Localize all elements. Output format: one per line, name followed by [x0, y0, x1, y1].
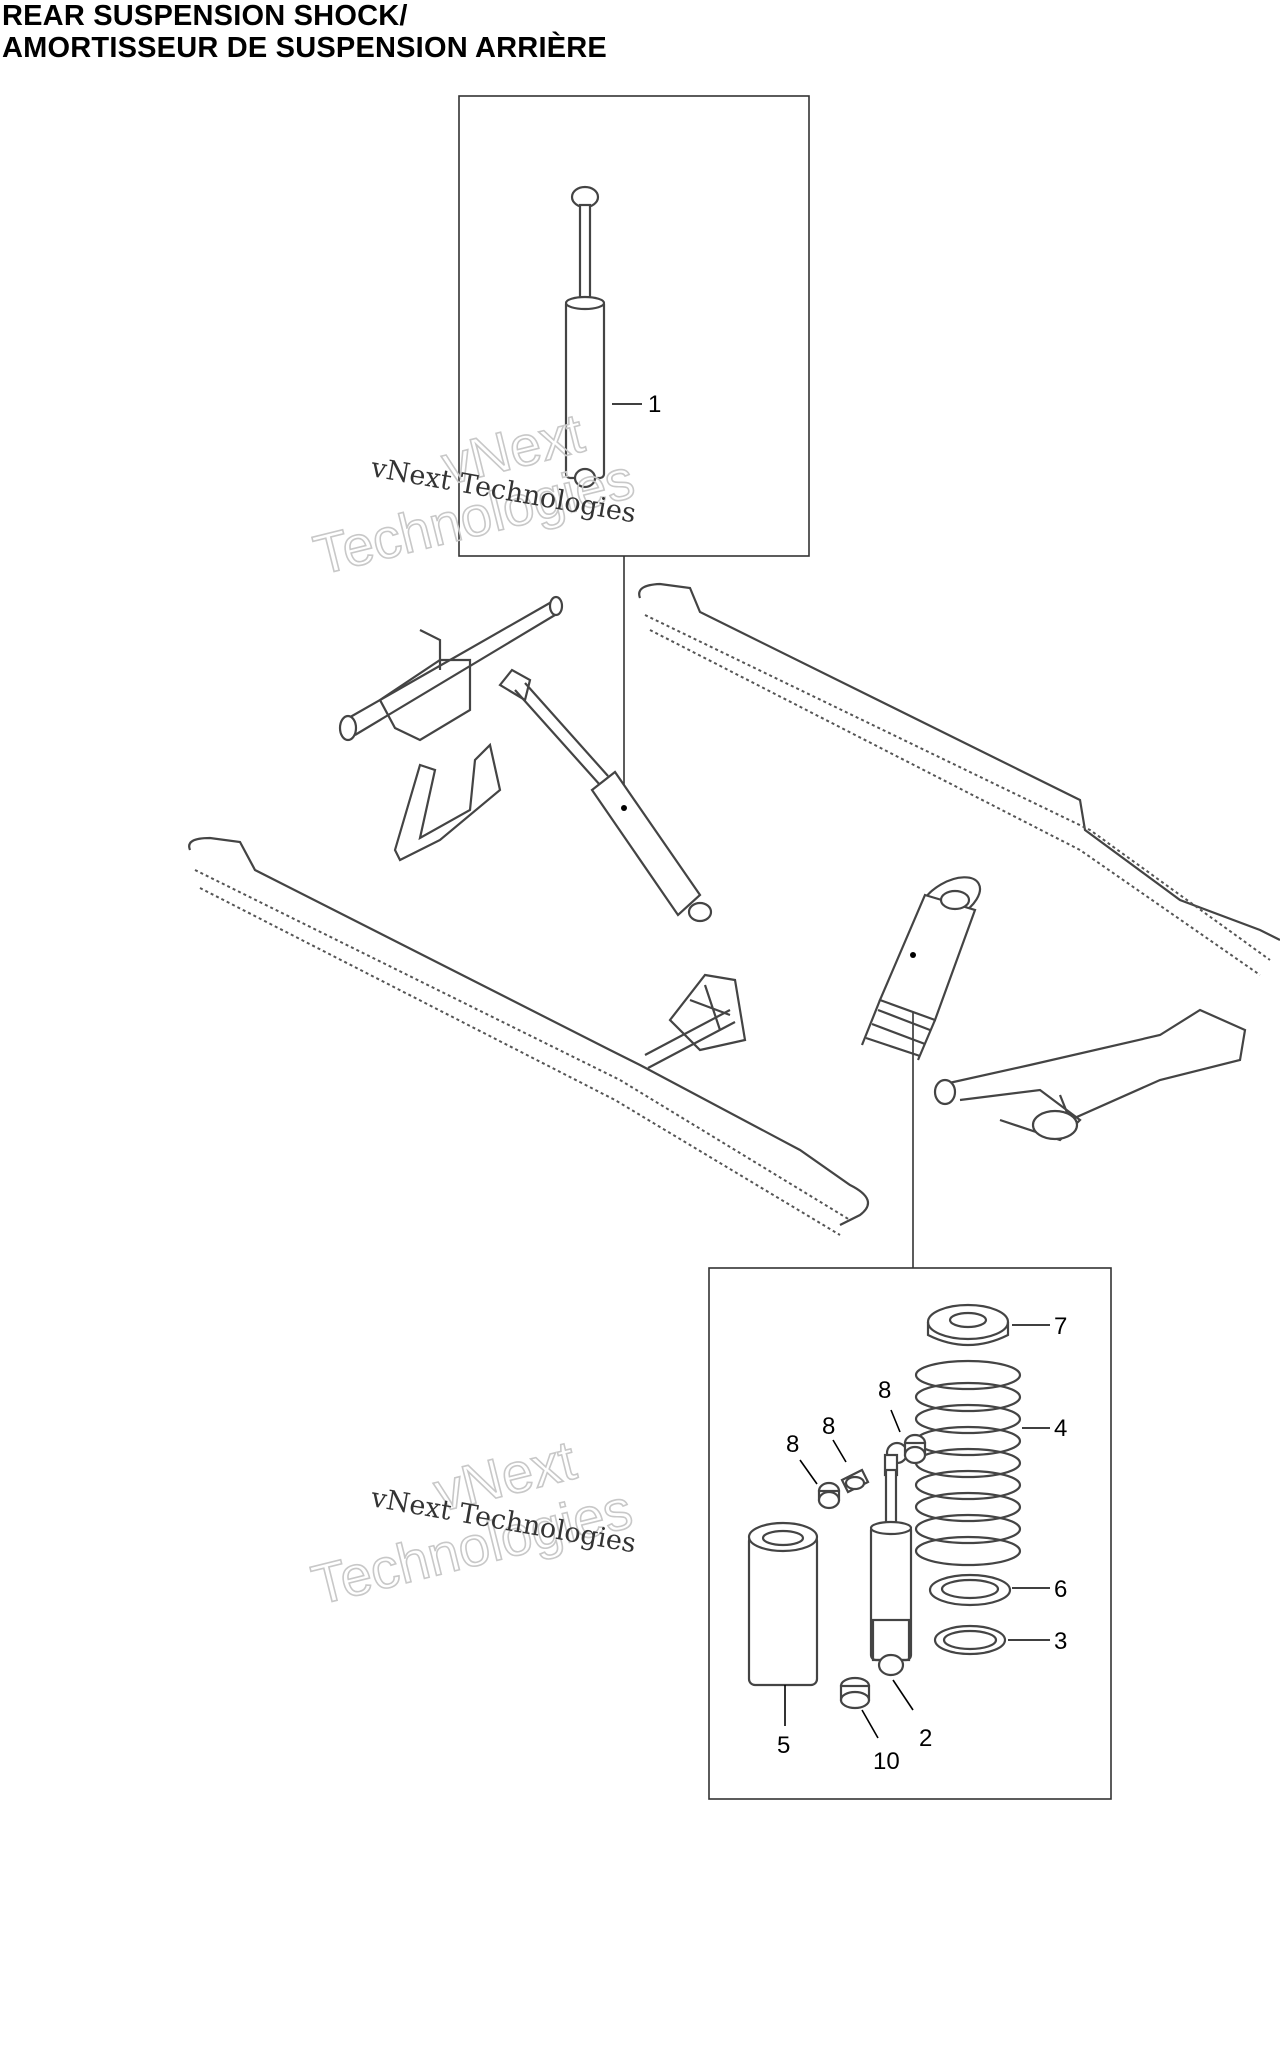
callout-4: 4 — [1054, 1415, 1067, 1442]
spring-retainer-7 — [926, 1303, 1010, 1347]
callout-10: 10 — [873, 1748, 900, 1775]
washer-3 — [933, 1624, 1007, 1656]
rear-shaft-bracket — [644, 973, 747, 1069]
front-shock-installed — [498, 668, 713, 923]
callout-9: 8 — [822, 1413, 835, 1440]
sleeve-9 — [840, 1468, 870, 1494]
diagram-title-en: REAR SUSPENSION SHOCK/ — [2, 0, 408, 32]
callout-5: 5 — [777, 1732, 790, 1759]
bushing-8-right — [903, 1433, 927, 1465]
callout-8-left: 8 — [786, 1431, 799, 1458]
shock-body-2 — [869, 1441, 913, 1677]
coil-spring-4 — [914, 1359, 1022, 1567]
front-bracket — [393, 742, 502, 862]
watermark-bottom: vNext Technologies vNext Technologies — [305, 1427, 639, 1617]
callout-7: 7 — [1054, 1313, 1067, 1340]
rear-arm — [933, 1008, 1247, 1142]
inset-frame-bottom — [708, 1267, 1112, 1800]
front-cross-shaft — [338, 595, 564, 742]
shock-absorber-front — [564, 185, 606, 489]
bushing-10 — [839, 1676, 871, 1710]
bellow-boot-5 — [747, 1521, 819, 1687]
callout-6: 6 — [1054, 1576, 1067, 1603]
right-rail — [638, 582, 1280, 976]
callout-3: 3 — [1054, 1628, 1067, 1655]
bushing-8-left — [817, 1481, 841, 1510]
left-rail — [188, 836, 870, 1236]
callout-2: 2 — [919, 1725, 932, 1752]
callout-1: 1 — [648, 391, 661, 418]
inset-frame-top — [458, 95, 810, 557]
callout-8-right: 8 — [878, 1377, 891, 1404]
rear-shock-installed — [860, 876, 982, 1061]
diagram-title-fr: AMORTISSEUR DE SUSPENSION ARRIÈRE — [2, 32, 607, 64]
spring-seat-6 — [928, 1573, 1012, 1607]
